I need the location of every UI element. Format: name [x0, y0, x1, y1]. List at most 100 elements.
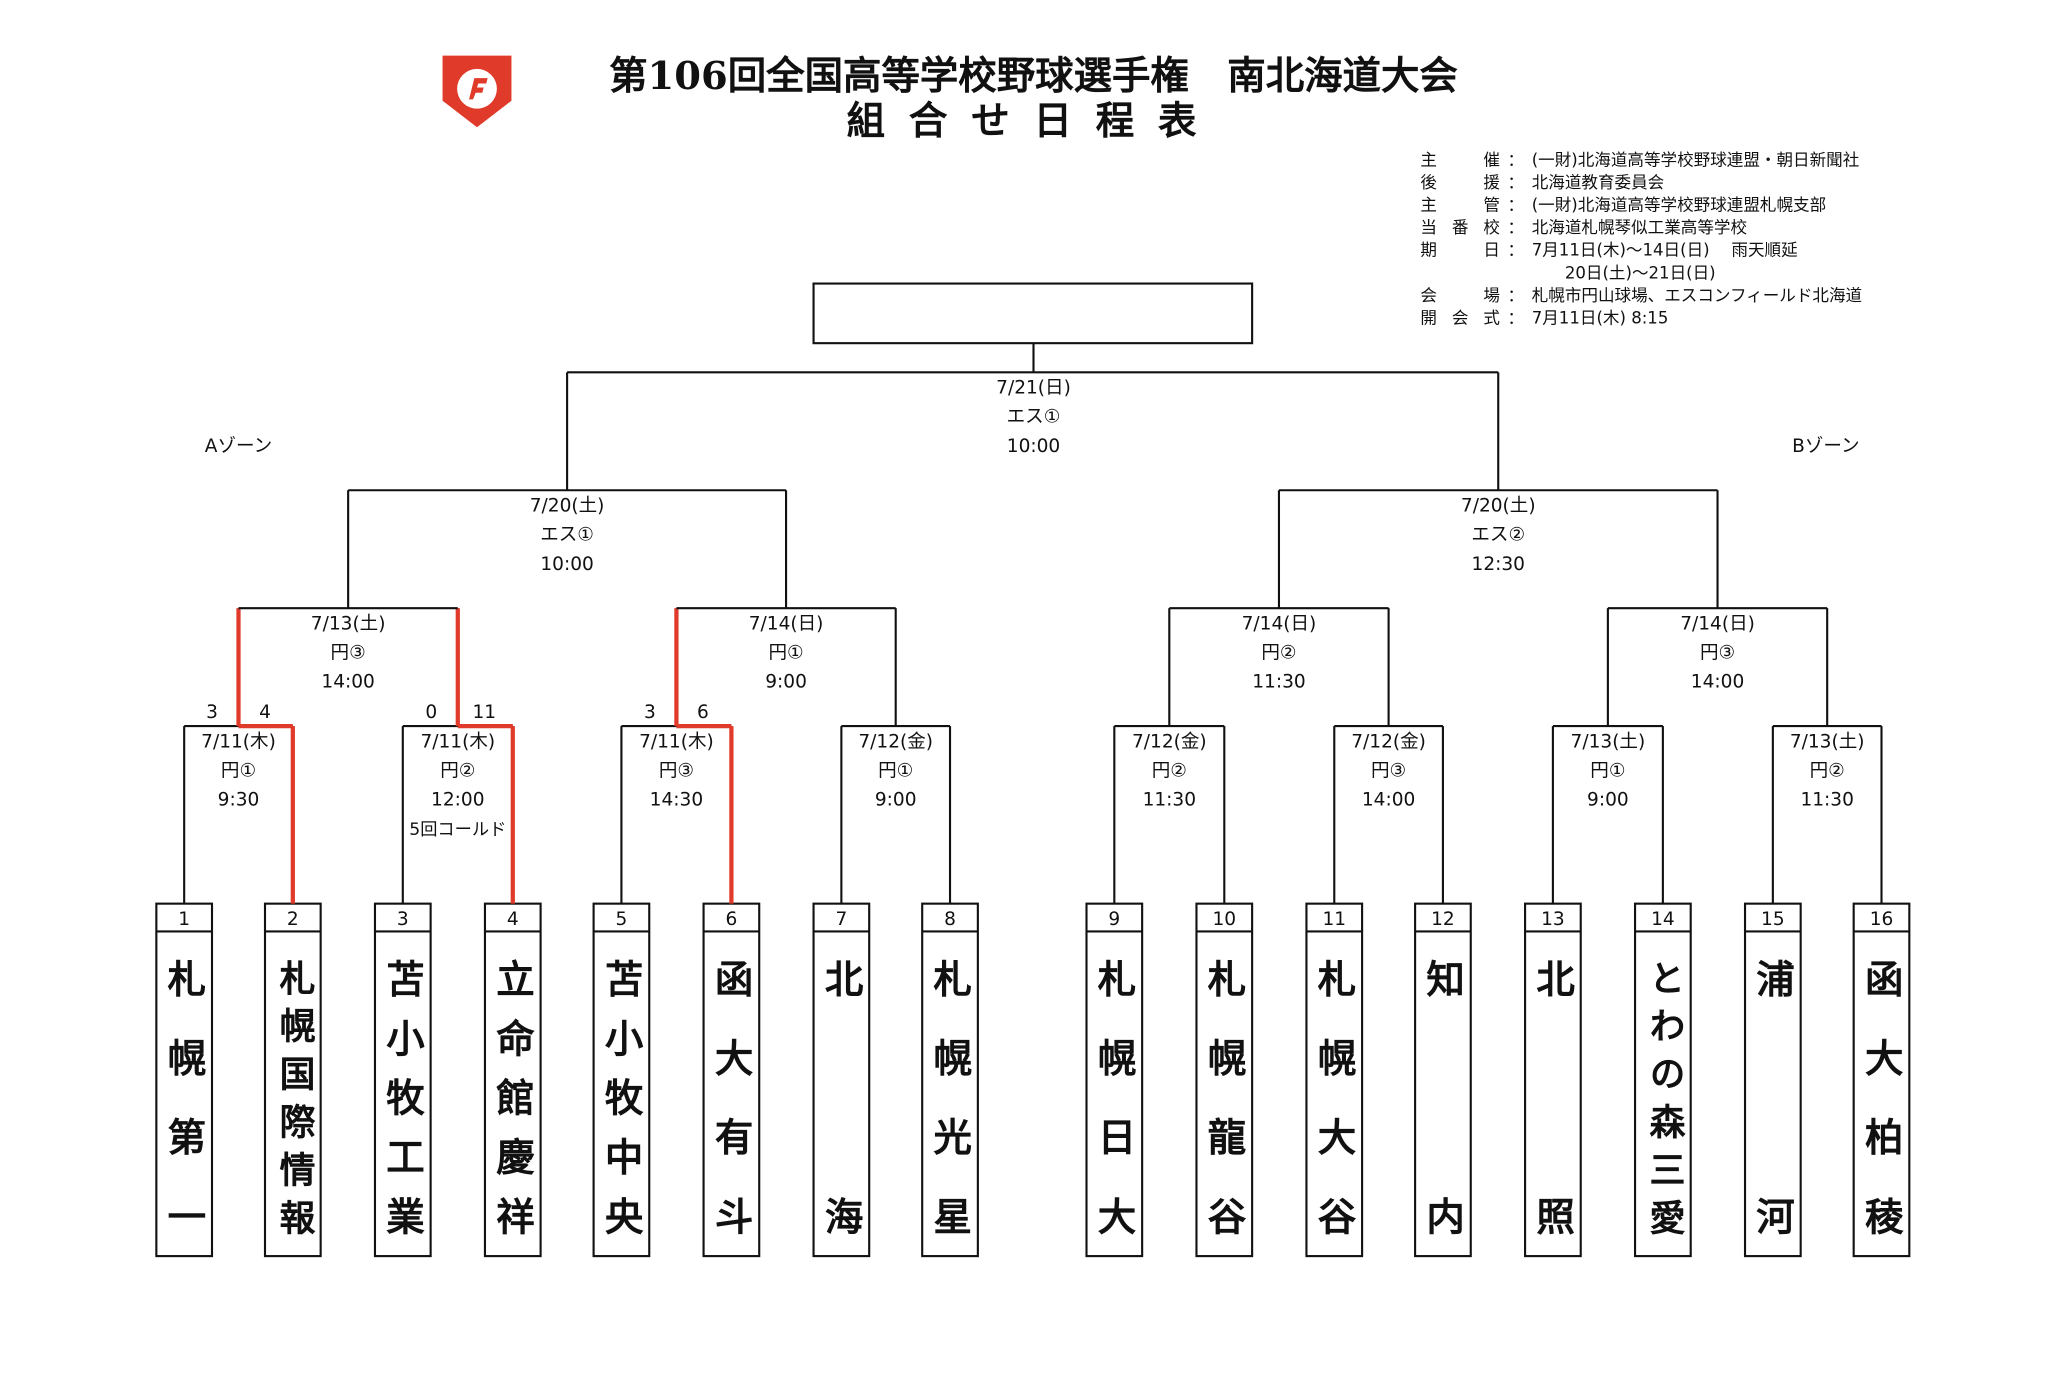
tournament-info: 主催 ： (一財)北海道高等学校野球連盟・朝日新聞社後援 ： 北海道教育委員会主管 ： (一… — [1420, 148, 1862, 328]
info-key: 主催 — [1420, 149, 1500, 170]
match-time: 9:00 — [875, 790, 917, 811]
match-date: 7/13(土) — [1790, 731, 1865, 752]
zone-b-label: Bゾーン — [1792, 436, 1859, 457]
match-date: 7/12(金) — [1132, 731, 1207, 752]
shield-logo-icon — [442, 55, 512, 128]
match-note: 5回コールド — [409, 820, 506, 840]
info-colon: ： — [1507, 307, 1525, 328]
team-name: 立命館慶祥 — [490, 959, 536, 1235]
match-venue: エス② — [1471, 525, 1525, 546]
match-time: 14:30 — [650, 790, 703, 811]
score-right: 11 — [472, 702, 496, 723]
info-value: 北海道札幌琴似工業高等学校 — [1531, 217, 1748, 238]
team-name: 苫小牧工業 — [380, 959, 426, 1235]
team-box — [812, 902, 871, 1258]
team-box — [592, 902, 651, 1258]
info-key: 会場 — [1420, 284, 1500, 305]
match-date: 7/12(金) — [1351, 731, 1426, 752]
info-value: (一財)北海道高等学校野球連盟・朝日新聞社 — [1531, 149, 1860, 170]
score-left: 3 — [644, 702, 656, 723]
team-number: 4 — [507, 909, 519, 930]
info-key: 後援 — [1420, 172, 1500, 193]
info-colon: ： — [1507, 239, 1525, 260]
info-key: 主管 — [1420, 194, 1500, 215]
champion-box — [812, 282, 1254, 345]
match-time: 9:30 — [218, 790, 260, 811]
page-subtitle: 組合せ日程表 — [846, 98, 1221, 144]
team-name: 北照 — [1530, 959, 1576, 1235]
team-name: 札幌大谷 — [1311, 959, 1357, 1235]
team-number: 8 — [944, 909, 956, 930]
match-venue: 円③ — [1700, 643, 1735, 664]
team-name: 札幌龍谷 — [1201, 959, 1247, 1235]
team-name: 函大柏稜 — [1858, 959, 1905, 1235]
info-value: (一財)北海道高等学校野球連盟札幌支部 — [1531, 194, 1827, 215]
team-box — [1852, 902, 1911, 1258]
match-venue: 円② — [1152, 760, 1187, 781]
match-time: 9:00 — [1587, 790, 1629, 811]
team-name: 北海 — [818, 959, 864, 1235]
info-colon: ： — [1507, 149, 1525, 170]
team-name: とわの森三愛 — [1643, 959, 1685, 1235]
match-venue: 円① — [878, 760, 913, 781]
match-venue: 円② — [1261, 643, 1296, 664]
team-box — [155, 902, 214, 1258]
match-date: 7/11(木) — [420, 731, 495, 752]
team-box — [702, 902, 761, 1258]
team-box — [921, 902, 979, 1258]
team-name: 札幌第一 — [161, 959, 207, 1235]
match-venue: 円① — [221, 760, 256, 781]
match-venue: エス① — [540, 525, 594, 546]
match-time: 14:00 — [321, 672, 374, 693]
team-name: 函大有斗 — [708, 959, 754, 1235]
team-box — [1743, 902, 1802, 1258]
info-value: 7月11日(木) 8:15 — [1531, 307, 1669, 328]
match-date: 7/14(日) — [749, 613, 824, 634]
match-time: 10:00 — [540, 554, 593, 575]
info-key: 当番校 — [1420, 217, 1500, 238]
match-date: 7/13(土) — [311, 613, 386, 634]
match-time: 12:30 — [1472, 554, 1525, 575]
score-left: 0 — [425, 702, 437, 723]
info-colon: ： — [1507, 172, 1525, 193]
match-venue: 円① — [768, 643, 803, 664]
team-number: 15 — [1761, 909, 1785, 930]
team-box — [1085, 902, 1144, 1258]
team-number: 10 — [1212, 909, 1236, 930]
team-number: 16 — [1870, 909, 1894, 930]
match-time: 12:00 — [431, 790, 484, 811]
match-date: 7/21(日) — [996, 378, 1071, 399]
team-number: 5 — [616, 909, 628, 930]
match-venue: 円③ — [331, 643, 366, 664]
match-date: 7/11(木) — [639, 731, 714, 752]
match-time: 14:00 — [1691, 672, 1744, 693]
match-venue: 円③ — [659, 760, 694, 781]
info-key: 開会式 — [1420, 307, 1500, 328]
info-row: 20日(土)～21日(日) — [1420, 261, 1862, 284]
team-box — [1414, 902, 1472, 1258]
team-number: 12 — [1431, 909, 1455, 930]
info-row: 期日：7月11日(木)～14日(日) 雨天順延 — [1420, 239, 1862, 262]
info-colon: ： — [1507, 217, 1525, 238]
match-date: 7/14(日) — [1242, 613, 1317, 634]
team-box — [1633, 902, 1692, 1258]
team-box — [1305, 902, 1364, 1258]
match-time: 11:30 — [1252, 672, 1305, 693]
score-right: 6 — [697, 702, 709, 723]
team-box — [263, 902, 322, 1258]
match-date: 7/20(土) — [530, 495, 605, 516]
team-number: 6 — [725, 909, 737, 930]
info-row: 開会式 ： 7月11日(木) 8:15 — [1420, 306, 1862, 329]
team-name: 知内 — [1420, 959, 1466, 1235]
info-row: 主催 ： (一財)北海道高等学校野球連盟・朝日新聞社 — [1420, 148, 1862, 171]
score-right: 4 — [259, 702, 271, 723]
team-number: 1 — [178, 909, 190, 930]
federation-logo — [440, 53, 514, 135]
match-venue: 円③ — [1371, 760, 1406, 781]
match-time: 9:00 — [765, 672, 807, 693]
info-value: 北海道教育委員会 — [1531, 172, 1665, 193]
match-time: 11:30 — [1143, 790, 1196, 811]
match-date: 7/13(土) — [1571, 731, 1646, 752]
